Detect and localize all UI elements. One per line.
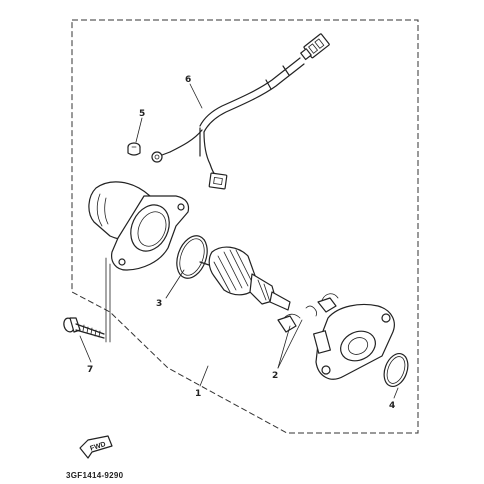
callout-4: 4 — [389, 401, 395, 411]
starter-motor-housing — [88, 181, 190, 271]
fwd-arrow-icon: FWD — [79, 435, 113, 459]
end-cover — [313, 303, 395, 380]
brushes-part-2 — [277, 293, 339, 333]
fwd-label: FWD — [89, 441, 106, 453]
callout-7: 7 — [87, 365, 93, 375]
callout-6: 6 — [185, 75, 191, 85]
o-ring-part-3 — [176, 235, 208, 279]
callout-5: 5 — [139, 109, 145, 119]
bolt-part-5 — [127, 142, 141, 156]
o-ring-part-4 — [383, 352, 409, 388]
armature — [199, 246, 291, 311]
wire-harness — [151, 33, 330, 190]
callout-3: 3 — [156, 299, 162, 309]
figure-code: 3GF1414-9290 — [66, 471, 124, 480]
callout-2: 2 — [272, 371, 278, 381]
bolt-part-7 — [63, 317, 105, 339]
leader-lines — [79, 83, 399, 399]
assembly-boundary — [71, 19, 419, 434]
callout-1: 1 — [195, 389, 201, 399]
